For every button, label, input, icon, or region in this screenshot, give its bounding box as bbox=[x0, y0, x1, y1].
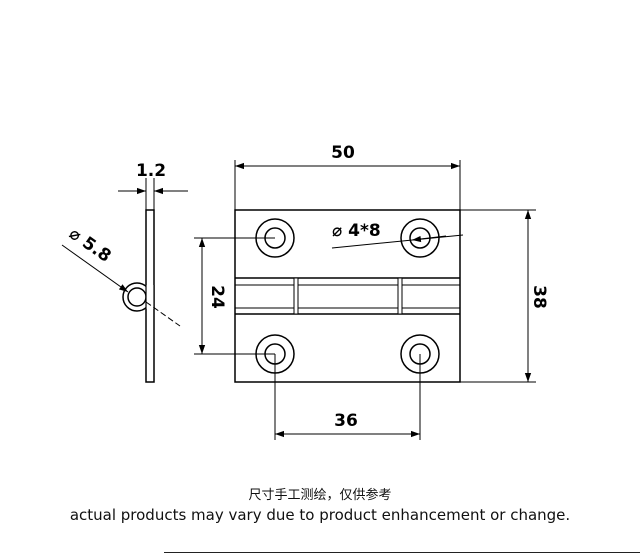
note-chinese: 尺寸手工测绘，仅供参考 bbox=[248, 488, 392, 503]
side-view: 1.2 ⌀ 5.8 bbox=[61, 161, 188, 383]
hole-spec-leader bbox=[331, 234, 464, 249]
knuckle-separator-left bbox=[293, 277, 299, 315]
pin-diameter-leader bbox=[61, 244, 129, 293]
front-view: ⌀ 4*8 50 38 24 36 bbox=[194, 143, 549, 440]
thickness-label: 1.2 bbox=[136, 161, 166, 181]
height-label: 38 bbox=[529, 285, 549, 309]
vertical-pitch-label: 24 bbox=[207, 285, 227, 309]
knuckle-separator-right bbox=[397, 277, 403, 315]
note-english: actual products may vary due to product … bbox=[69, 506, 571, 524]
pin-diameter-leader-tail bbox=[145, 301, 181, 327]
hole-spec-label: ⌀ 4*8 bbox=[332, 221, 381, 241]
horizontal-pitch-label: 36 bbox=[334, 411, 358, 431]
bottom-divider bbox=[164, 552, 640, 553]
pin-diameter-label: ⌀ 5.8 bbox=[65, 224, 114, 267]
pin-inner-circle bbox=[127, 287, 147, 307]
hole-spec-arrow bbox=[411, 235, 447, 243]
width-label: 50 bbox=[331, 143, 355, 163]
